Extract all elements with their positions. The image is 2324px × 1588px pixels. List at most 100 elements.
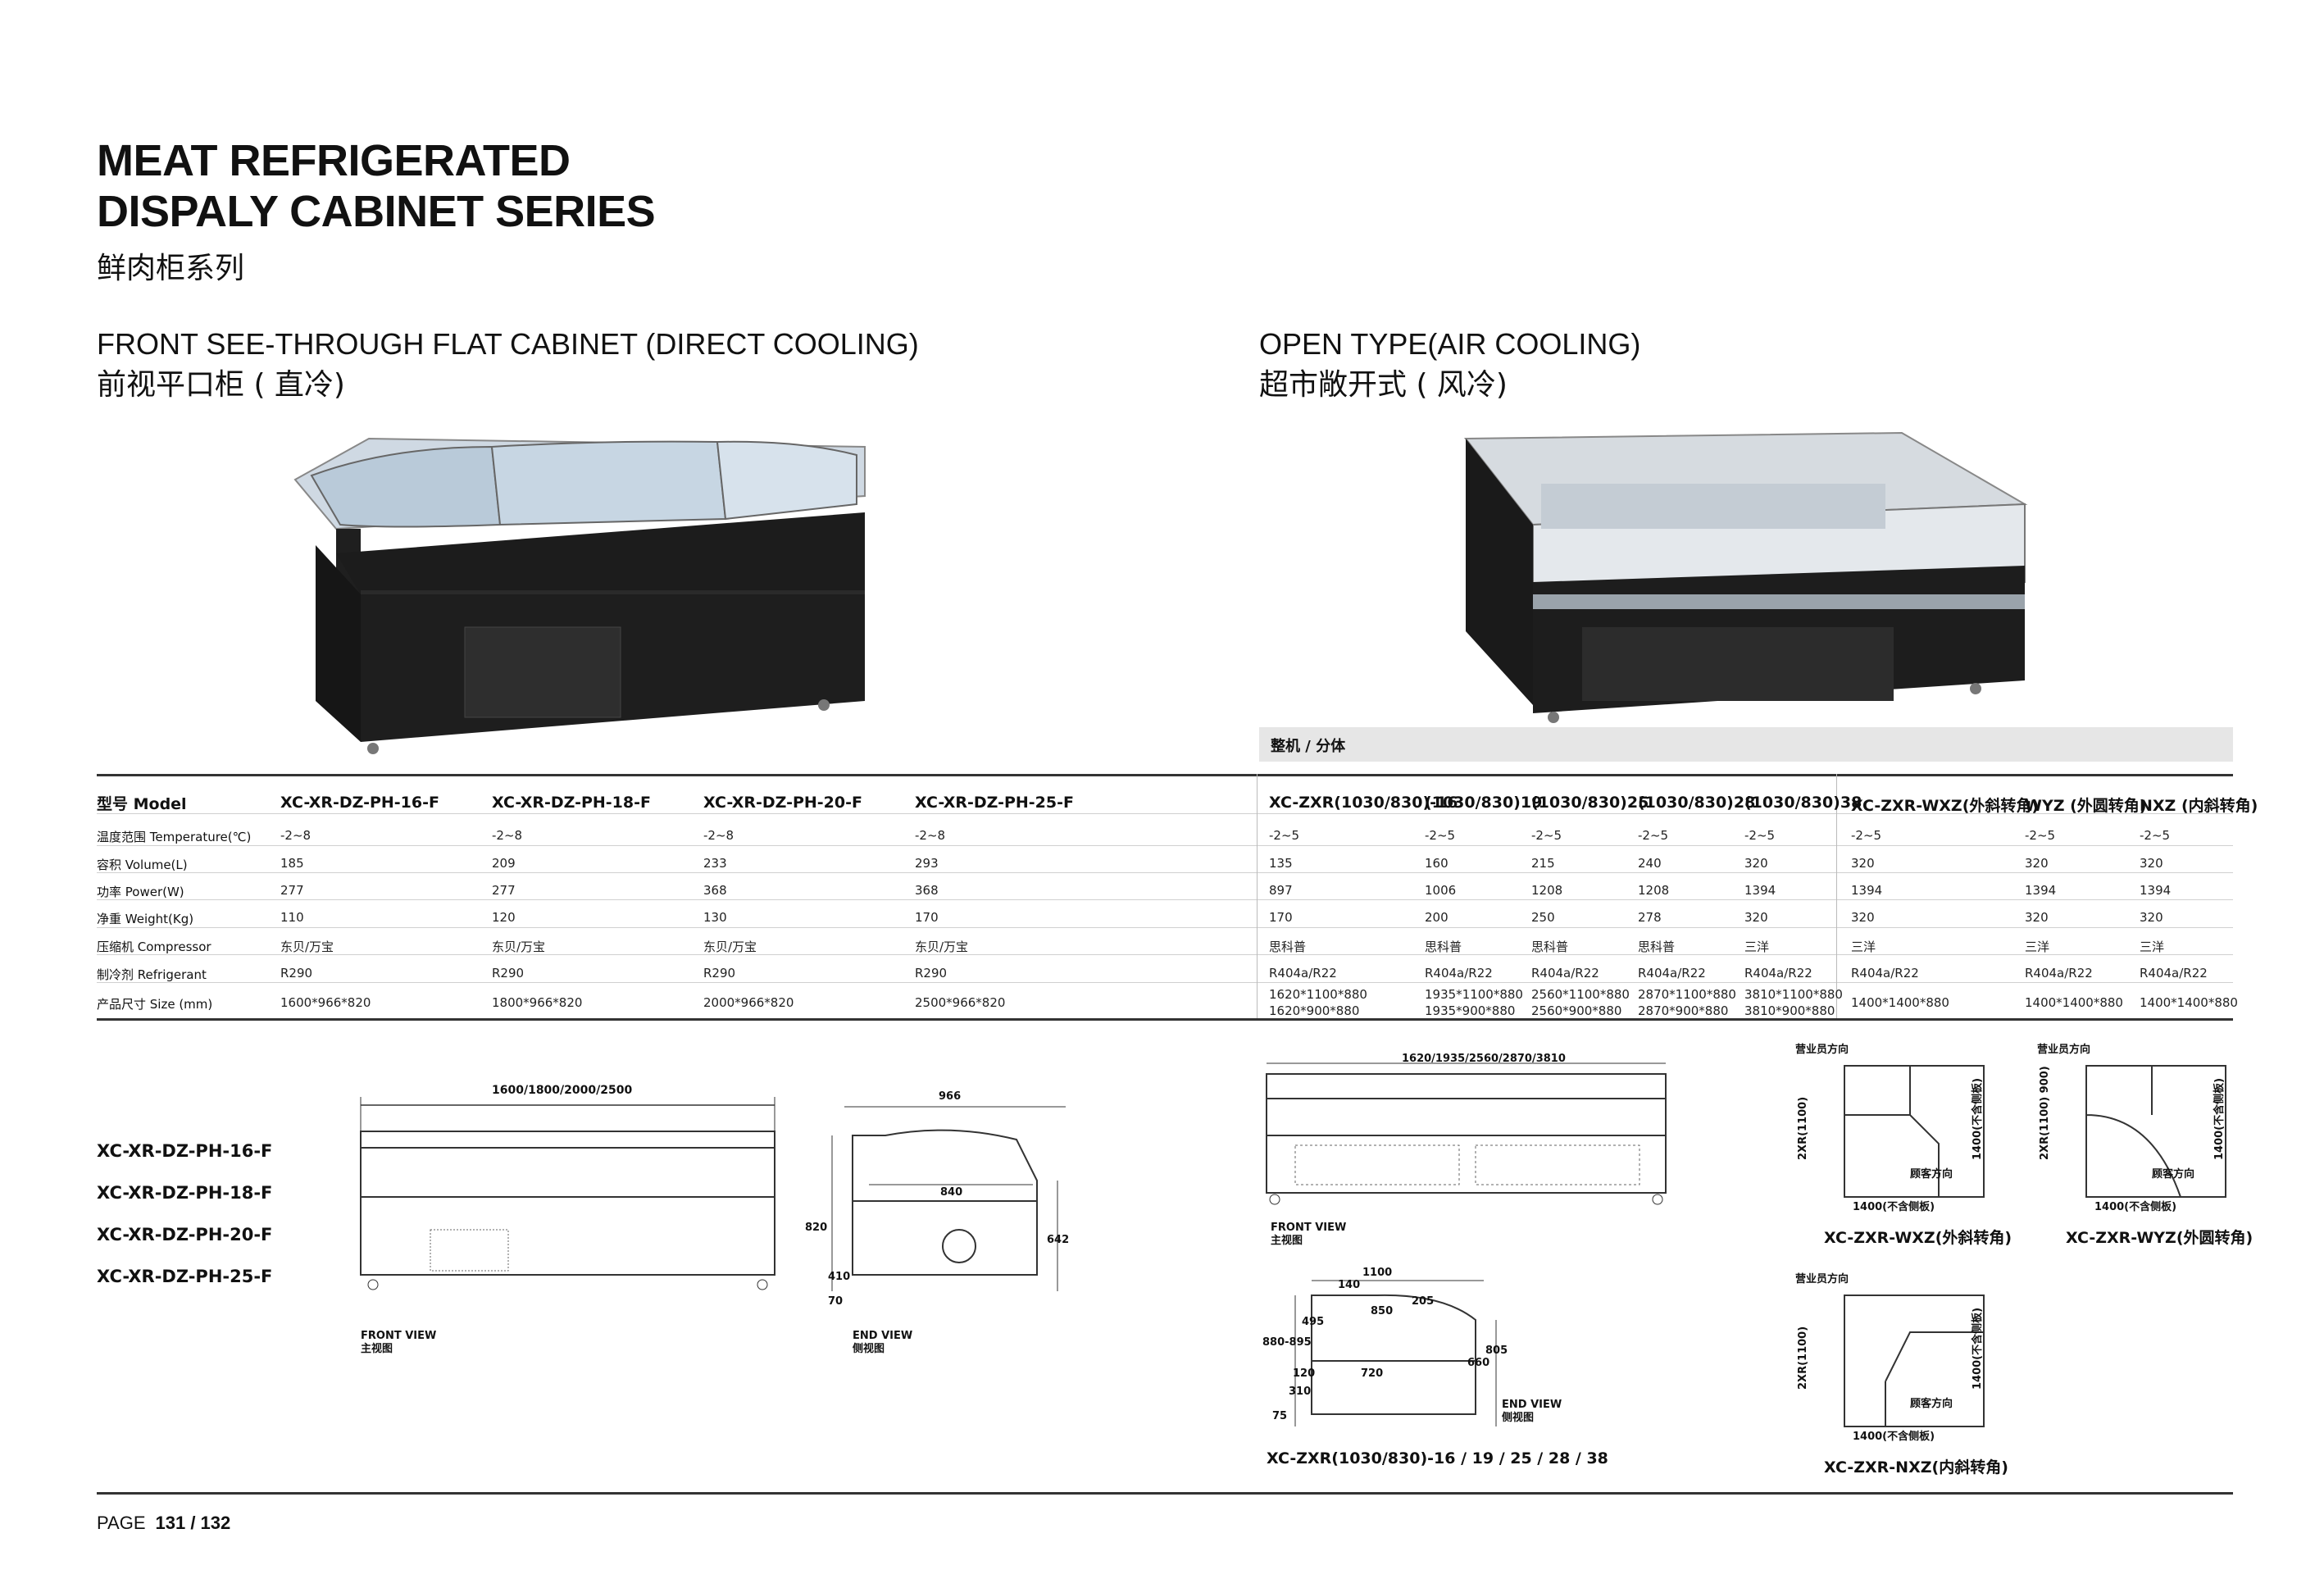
title-line-2: DISPALY CABINET SERIES	[97, 187, 656, 236]
table-model-header: (1030/830)19	[1425, 794, 1543, 812]
table-cell: 278	[1638, 910, 1662, 925]
table-model-header: WYZ (外圆转角)	[2025, 797, 2147, 815]
flat-cabinet-photo	[291, 430, 881, 758]
table-rule	[97, 899, 2233, 900]
table-cell: 1394	[1851, 883, 1883, 898]
table-cell: R404a/R22	[1531, 966, 1599, 981]
corner-customer-label: 顾客方向	[1910, 1398, 1953, 1410]
table-cell: 1006	[1425, 883, 1457, 898]
end-dim-width: 966	[939, 1090, 962, 1103]
table-cell: 120	[492, 910, 516, 925]
left-model-list: XC-XR-DZ-PH-16-F XC-XR-DZ-PH-18-F XC-XR-…	[97, 1141, 272, 1308]
table-rule	[97, 813, 2233, 814]
footer-divider	[97, 1492, 2233, 1495]
rend-dim-660: 660	[1467, 1357, 1490, 1369]
table-cell: 897	[1269, 883, 1293, 898]
table-cell: 320	[1851, 856, 1875, 871]
corner-unit-shape	[1844, 1065, 1985, 1198]
left-model-item: XC-XR-DZ-PH-18-F	[97, 1183, 273, 1203]
rend-dim-310: 310	[1289, 1386, 1312, 1398]
table-cell: 320	[2025, 910, 2049, 925]
table-cell: 233	[703, 856, 727, 871]
left-front-view-drawing	[352, 1082, 787, 1312]
table-cell: 东贝/万宝	[280, 940, 334, 954]
table-model-header: NXZ (内斜转角)	[2140, 797, 2258, 815]
table-rule	[97, 1018, 2233, 1021]
corner-bottom-label: 1400(不含侧板)	[2094, 1201, 2177, 1213]
table-cell: 1208	[1638, 883, 1670, 898]
corner-unit-outline	[1844, 1295, 1985, 1427]
table-model-header: XC-XR-DZ-PH-20-F	[703, 794, 862, 812]
end-dim-base: 70	[828, 1295, 844, 1308]
rend-dim-720: 720	[1361, 1367, 1384, 1380]
end-dim-height: 820	[805, 1222, 828, 1234]
title-line-1: MEAT REFRIGERATED	[97, 136, 571, 185]
table-cell: 1620*900*880	[1269, 1003, 1360, 1018]
table-row-label: 功率 Power(W)	[97, 885, 184, 899]
table-cell: 3810*900*880	[1744, 1003, 1835, 1018]
section-left-title-cn: 前视平口柜 ( 直冷)	[97, 368, 345, 402]
table-rule	[97, 927, 2233, 928]
table-cell: 135	[1269, 856, 1293, 871]
table-cell: -2~8	[492, 828, 523, 843]
table-cell: 277	[492, 883, 516, 898]
left-front-dim: 1600/1800/2000/2500	[492, 1084, 633, 1097]
table-cell: R404a/R22	[1425, 966, 1493, 981]
left-model-item: XC-XR-DZ-PH-16-F	[97, 1141, 273, 1161]
corner-customer-label: 顾客方向	[1910, 1168, 1953, 1181]
corner-bottom-label: 1400(不含侧板)	[1853, 1431, 1935, 1443]
table-cell: 1400*1400*880	[2025, 995, 2123, 1010]
right-front-view-label: FRONT VIEW 主视图	[1271, 1222, 1347, 1247]
table-cell: R404a/R22	[1638, 966, 1706, 981]
corner-right-label: 1400(不含侧板)	[2213, 1077, 2226, 1160]
table-cell: 1800*966*820	[492, 995, 583, 1010]
table-cell: R404a/R22	[1269, 966, 1337, 981]
table-cell: 1394	[2025, 883, 2057, 898]
table-cell: -2~5	[1531, 828, 1562, 843]
table-cell: 215	[1531, 856, 1555, 871]
right-model-caption: XC-ZXR(1030/830)-16 / 19 / 25 / 28 / 38	[1267, 1449, 1608, 1467]
corner-left-label: 2XR(1100) 900)	[2039, 1066, 2051, 1160]
table-cell: 320	[2140, 910, 2163, 925]
table-cell: 293	[915, 856, 939, 871]
table-header-label: 型号 Model	[97, 795, 187, 813]
corner-top-label: 营业员方向	[1795, 1273, 1849, 1285]
table-cell: 170	[915, 910, 939, 925]
table-cell: 110	[280, 910, 304, 925]
right-end-view-drawing	[1279, 1271, 1508, 1435]
table-model-header: XC-ZXR-WXZ(外斜转角)	[1851, 797, 2040, 815]
table-cell: 2560*900*880	[1531, 1003, 1622, 1018]
rend-dim-75: 75	[1272, 1410, 1288, 1422]
left-end-view-label: END VIEW 侧视图	[853, 1330, 913, 1355]
table-cell: 320	[2140, 856, 2163, 871]
table-row-label: 容积 Volume(L)	[97, 858, 188, 872]
table-cell: 思科普	[1425, 940, 1462, 954]
table-rule	[97, 954, 2233, 955]
section-right-title-cn: 超市敞开式 ( 风冷)	[1259, 368, 1508, 402]
table-cell: 277	[280, 883, 304, 898]
table-model-header: XC-ZXR(1030/830)-16	[1269, 794, 1458, 812]
table-model-header: (1030/830)38	[1744, 794, 1862, 812]
right-front-view-drawing	[1262, 1053, 1672, 1217]
table-cell: 170	[1269, 910, 1293, 925]
table-cell: -2~5	[2140, 828, 2171, 843]
end-dim-mid: 410	[828, 1271, 851, 1283]
table-cell: 1400*1400*880	[2140, 995, 2238, 1010]
right-front-dim: 1620/1935/2560/2870/3810	[1402, 1053, 1566, 1065]
table-cell: R404a/R22	[1851, 966, 1919, 981]
table-cell: 240	[1638, 856, 1662, 871]
rend-dim-805: 805	[1485, 1345, 1508, 1357]
corner-right-label: 1400(不含侧板)	[1972, 1307, 1984, 1390]
table-cell: -2~5	[1744, 828, 1776, 843]
corner-top-label: 营业员方向	[2037, 1044, 2091, 1056]
table-cell: 368	[915, 883, 939, 898]
right-end-view-label: END VIEW 侧视图	[1502, 1399, 1562, 1424]
corner-caption: XC-ZXR-NXZ(内斜转角)	[1824, 1458, 2008, 1477]
table-cell: 1620*1100*880	[1269, 987, 1367, 1002]
table-cell: -2~8	[915, 828, 946, 843]
table-cell: 185	[280, 856, 304, 871]
rend-dim-top: 1100	[1362, 1267, 1393, 1279]
table-row-label: 净重 Weight(Kg)	[97, 912, 194, 926]
